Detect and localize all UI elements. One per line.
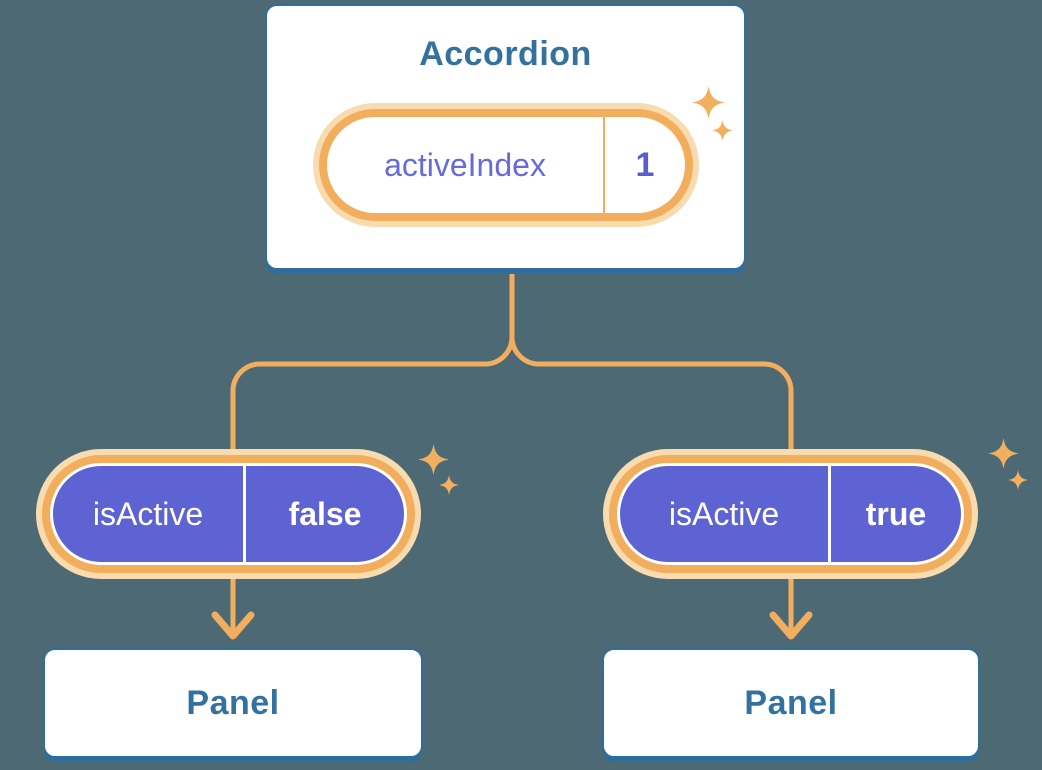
accordion-title: Accordion xyxy=(419,35,592,73)
panel-title: Panel xyxy=(744,683,838,722)
sparkle-icon xyxy=(418,444,449,475)
arrowhead-left-icon xyxy=(211,611,255,640)
sparkle-icon xyxy=(439,475,459,495)
prop-pill-label: isActive xyxy=(92,495,204,532)
prop-pill-label: isActive xyxy=(668,495,780,532)
sparkle-icon xyxy=(988,438,1019,469)
state-pill-active-index: activeIndex 1 xyxy=(313,103,699,227)
sparkle-icon xyxy=(692,86,725,119)
sparkle-icon xyxy=(712,120,733,141)
state-pill-body: activeIndex 1 xyxy=(327,117,685,213)
pill-divider xyxy=(828,466,831,562)
connector-right xyxy=(509,270,794,633)
prop-pill-ring: isActive true xyxy=(609,455,972,573)
state-pill-value: 1 xyxy=(635,145,655,184)
arrowhead-right-icon xyxy=(769,611,813,640)
panel-title: Panel xyxy=(186,683,280,722)
accordion-node: Accordion activeIndex 1 xyxy=(265,4,746,270)
prop-pill-is-active-right: isActive true xyxy=(603,449,978,579)
panel-node-right: Panel xyxy=(602,648,980,758)
prop-pill-body: isActive true xyxy=(617,463,964,565)
prop-pill-value: false xyxy=(288,495,362,532)
sparkle-icon xyxy=(1008,470,1028,490)
prop-pill-body: isActive false xyxy=(50,463,407,565)
prop-pill-ring: isActive false xyxy=(42,455,415,573)
prop-pill-value: true xyxy=(865,495,927,532)
state-pill-label: activeIndex xyxy=(384,146,546,183)
state-pill-ring: activeIndex 1 xyxy=(319,109,693,221)
prop-pill-is-active-left: isActive false xyxy=(36,449,421,579)
pill-divider xyxy=(603,117,605,213)
panel-node-left: Panel xyxy=(43,648,423,758)
connector-left xyxy=(230,270,515,633)
pill-divider xyxy=(243,466,246,562)
